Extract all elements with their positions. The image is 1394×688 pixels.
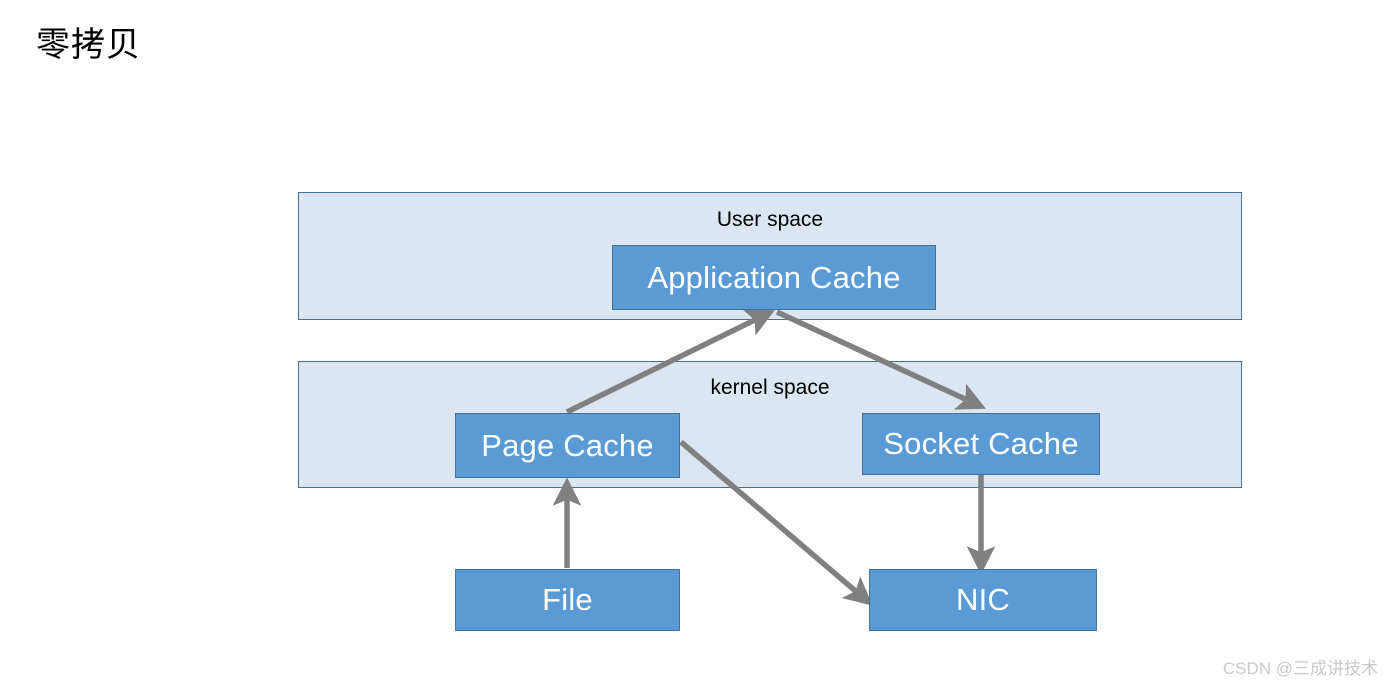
node-nic[interactable]: NIC bbox=[869, 569, 1097, 631]
node-nic-label: NIC bbox=[956, 582, 1010, 617]
node-file-label: File bbox=[542, 582, 593, 617]
csdn-watermark: CSDN @三成讲技术 bbox=[1222, 659, 1378, 678]
node-page-cache-label: Page Cache bbox=[481, 427, 654, 463]
band-user-space-label: User space bbox=[716, 208, 824, 231]
page-title: 零拷贝 bbox=[36, 26, 141, 64]
band-kernel-space-label: kernel space bbox=[710, 376, 830, 399]
node-application-cache[interactable]: Application Cache bbox=[612, 245, 936, 310]
node-application-cache-label: Application Cache bbox=[647, 259, 901, 295]
node-file[interactable]: File bbox=[455, 569, 680, 631]
node-socket-cache-label: Socket Cache bbox=[883, 426, 1079, 461]
node-socket-cache[interactable]: Socket Cache bbox=[862, 413, 1100, 475]
band-kernel-space: kernel space bbox=[298, 361, 1242, 488]
node-page-cache[interactable]: Page Cache bbox=[455, 413, 680, 478]
